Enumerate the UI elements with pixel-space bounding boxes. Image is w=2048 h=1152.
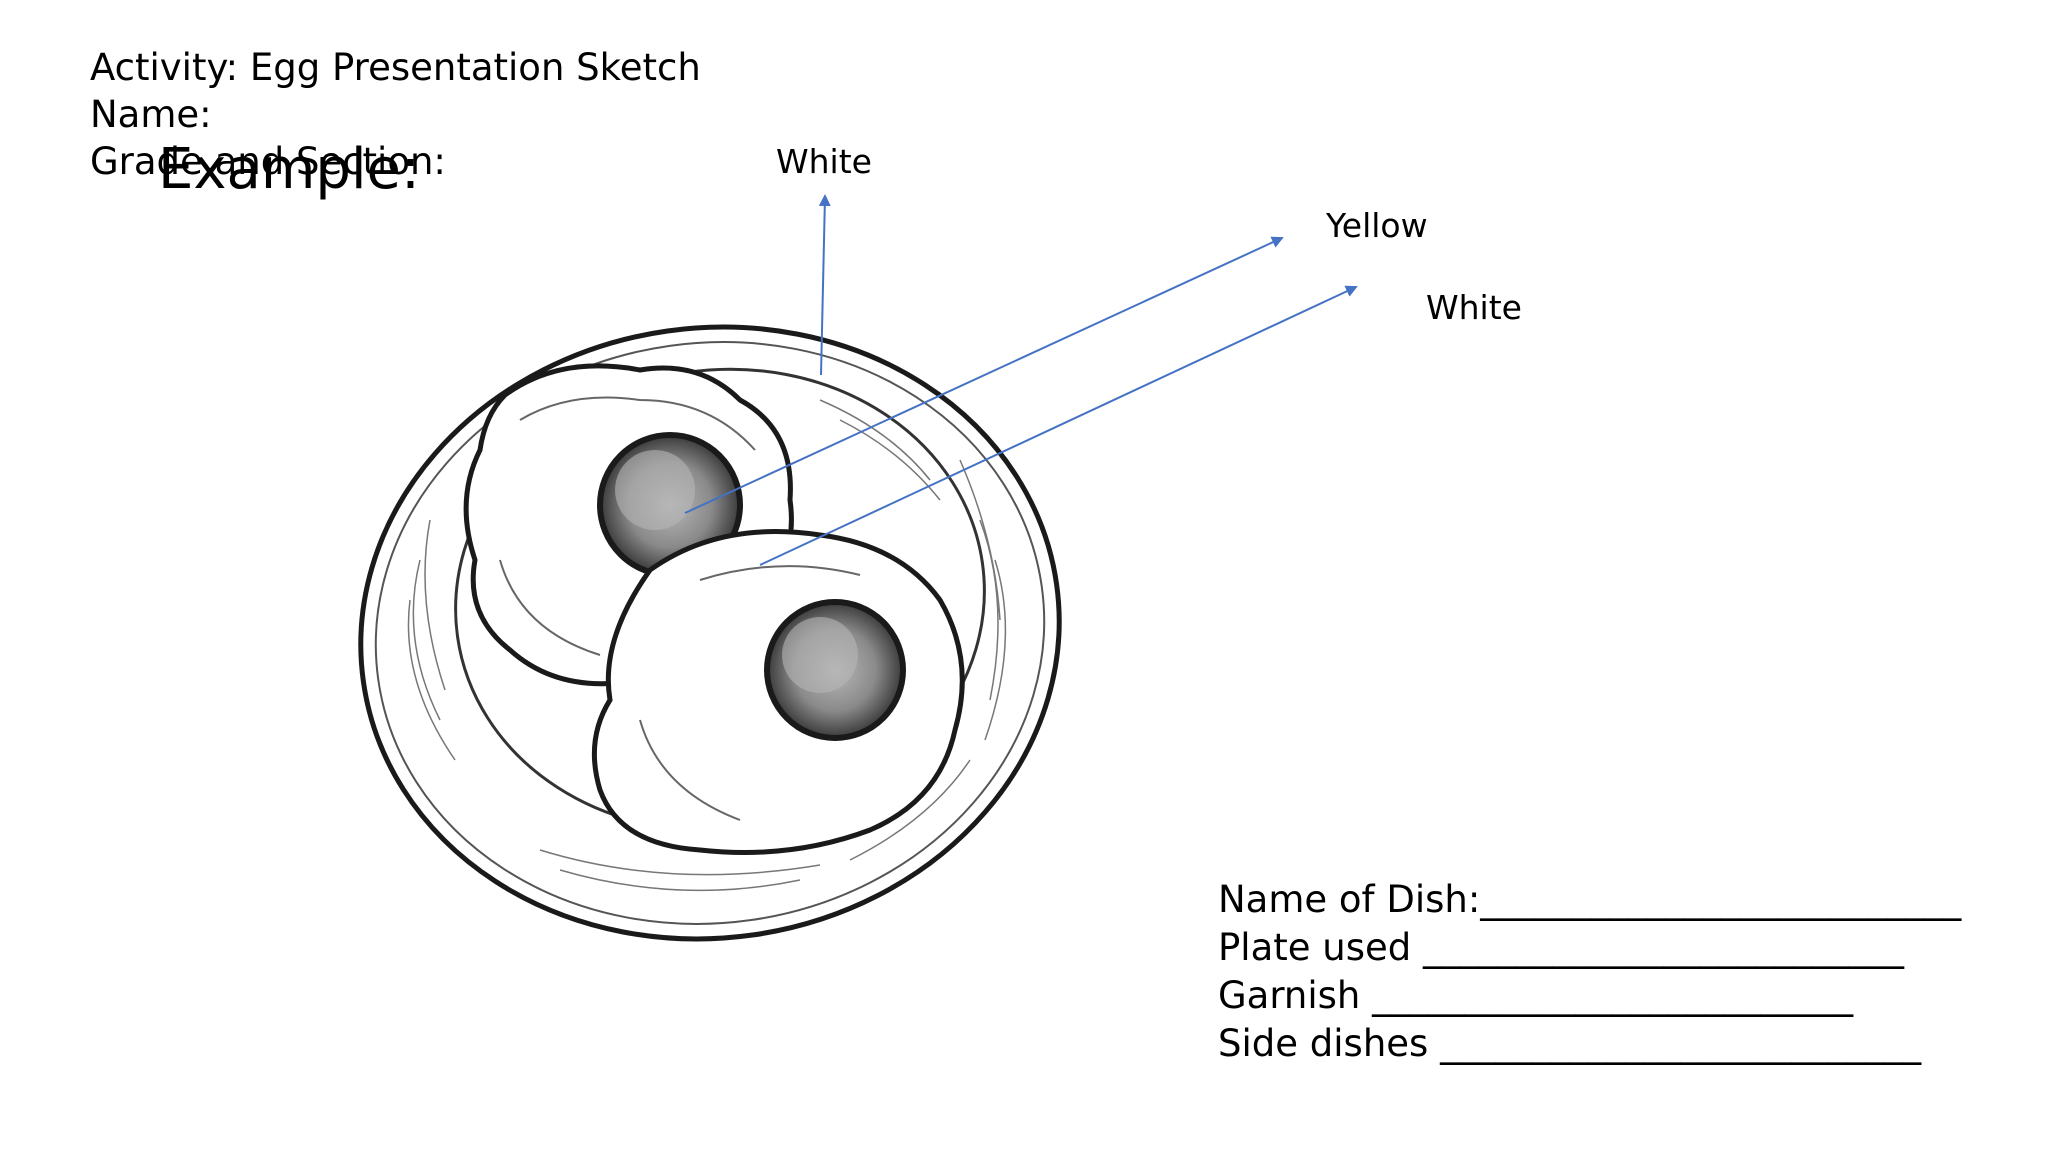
activity-title: Activity: Egg Presentation Sketch <box>90 46 701 89</box>
arrow-yellow <box>684 236 1284 514</box>
annotation-arrows <box>684 194 1358 566</box>
plate-used-line[interactable]: Plate used __________________________ <box>1218 926 1905 969</box>
garnish-line[interactable]: Garnish __________________________ <box>1218 974 1854 1017</box>
label-white-right: White <box>1426 288 1522 327</box>
example-title: Example: <box>158 137 420 202</box>
grade-section-label: Grade and Section: <box>90 140 446 183</box>
egg-lower <box>591 529 965 855</box>
arrow-white-right <box>759 285 1358 566</box>
dish-name-line[interactable]: Name of Dish:__________________________ <box>1218 878 1962 921</box>
side-dishes-line[interactable]: Side dishes __________________________ <box>1218 1022 1922 1065</box>
label-yellow: Yellow <box>1326 206 1428 245</box>
worksheet-header: Activity: Egg Presentation Sketch Name: … <box>90 44 701 185</box>
dish-details-form: Name of Dish:__________________________ … <box>1218 876 1961 1068</box>
arrow-white-top <box>818 194 831 376</box>
name-field-label: Name: <box>90 93 212 136</box>
label-white-top: White <box>776 142 872 181</box>
